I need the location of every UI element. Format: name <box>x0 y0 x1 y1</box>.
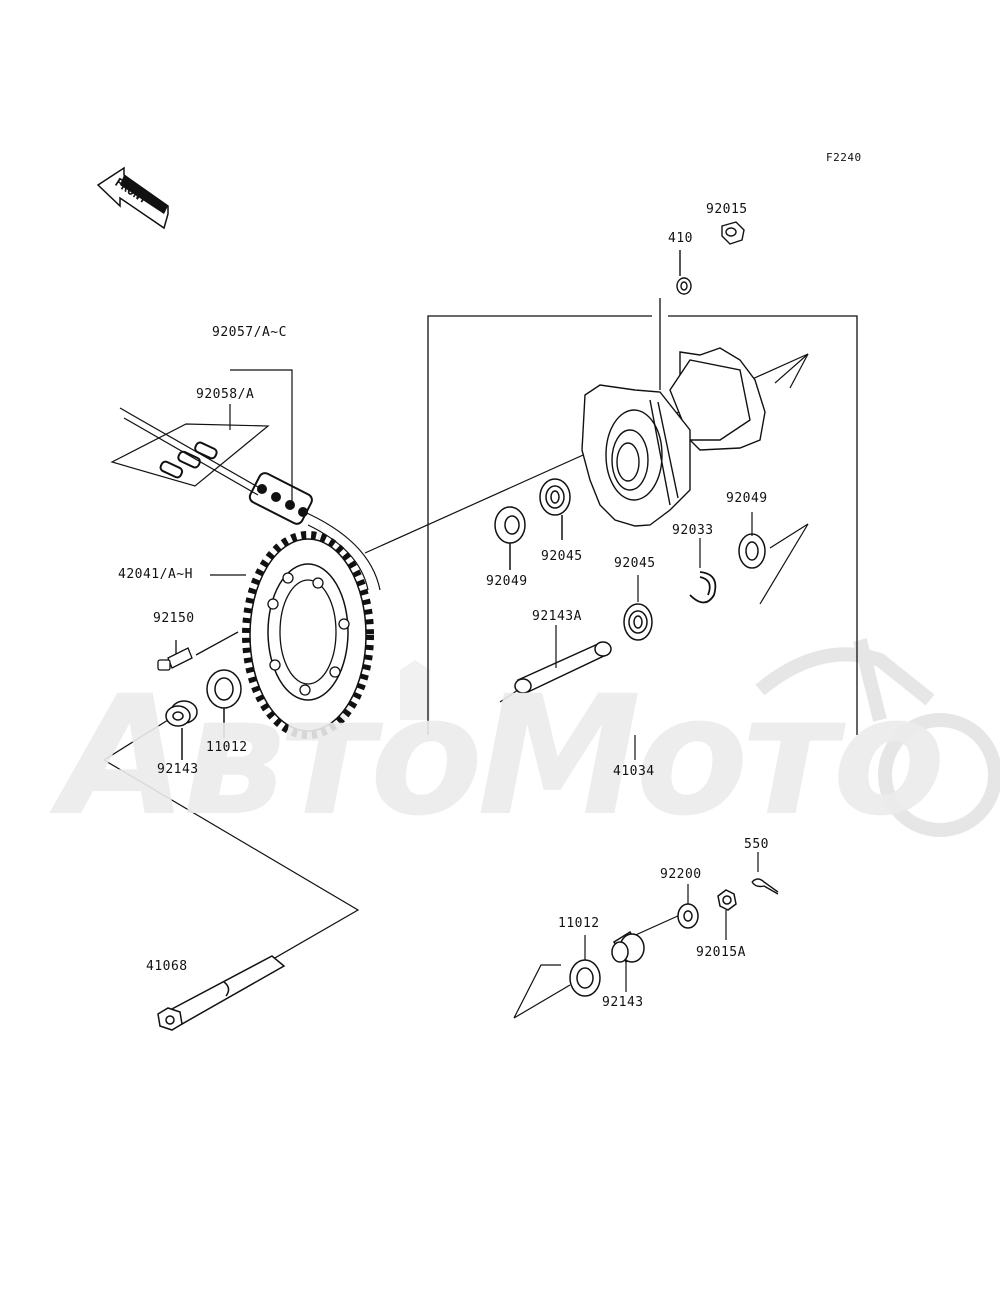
collar-92143-left <box>165 700 198 760</box>
part-label-92045-upper: 92045 <box>541 549 583 564</box>
part-label-92150: 92150 <box>153 611 195 626</box>
washer-92200 <box>677 884 699 929</box>
part-label-92015: 92015 <box>706 202 748 217</box>
diagram-code: F2240 <box>826 151 862 164</box>
part-label-550: 550 <box>744 837 769 852</box>
part-label-41034: 41034 <box>613 764 655 779</box>
cotter-pin-550 <box>751 852 779 895</box>
bearing-92045-lower <box>623 575 653 641</box>
spacer-92143A <box>499 625 612 703</box>
nut-92015 <box>721 221 745 245</box>
part-label-92049-lower: 92049 <box>486 574 528 589</box>
part-label-92058: 92058/A <box>196 387 255 402</box>
chain-leaders <box>229 369 293 505</box>
part-label-41068: 41068 <box>146 959 188 974</box>
hub-group-frame <box>427 298 858 735</box>
collar-92143-right <box>611 930 645 992</box>
master-link-box <box>110 423 270 487</box>
part-label-92200: 92200 <box>660 867 702 882</box>
washer-410 <box>676 250 692 295</box>
part-label-92045-lower: 92045 <box>614 556 656 571</box>
part-label-11012-left: 11012 <box>206 740 248 755</box>
part-label-92015A: 92015A <box>696 945 746 960</box>
front-arrow-icon: FRONT <box>96 166 169 230</box>
nut-92015A <box>717 889 737 940</box>
seal-92049-right <box>738 512 809 605</box>
axle-41068 <box>157 955 286 1031</box>
seal-92049-upper <box>494 506 526 570</box>
seal-11012-left <box>206 669 242 738</box>
part-label-92033: 92033 <box>672 523 714 538</box>
part-label-42041: 42041/A~H <box>118 567 193 582</box>
hub-41034 <box>581 347 766 527</box>
part-label-92143-left: 92143 <box>157 762 199 777</box>
chain <box>119 407 381 591</box>
watermark-text: АвтоМото <box>60 660 946 852</box>
part-label-92049-upper: 92049 <box>726 491 768 506</box>
seal-11012-right <box>569 935 601 997</box>
part-label-92143A: 92143A <box>532 609 582 624</box>
bearing-92045-upper <box>539 478 571 540</box>
circlip-92033 <box>689 538 717 604</box>
part-label-92057: 92057/A~C <box>212 325 287 340</box>
bolt-92150 <box>157 631 239 671</box>
part-label-410: 410 <box>668 231 693 246</box>
sprocket <box>242 531 374 739</box>
part-label-11012-right: 11012 <box>558 916 600 931</box>
watermark-motorcycle <box>755 638 1000 837</box>
part-label-92143-right: 92143 <box>602 995 644 1010</box>
